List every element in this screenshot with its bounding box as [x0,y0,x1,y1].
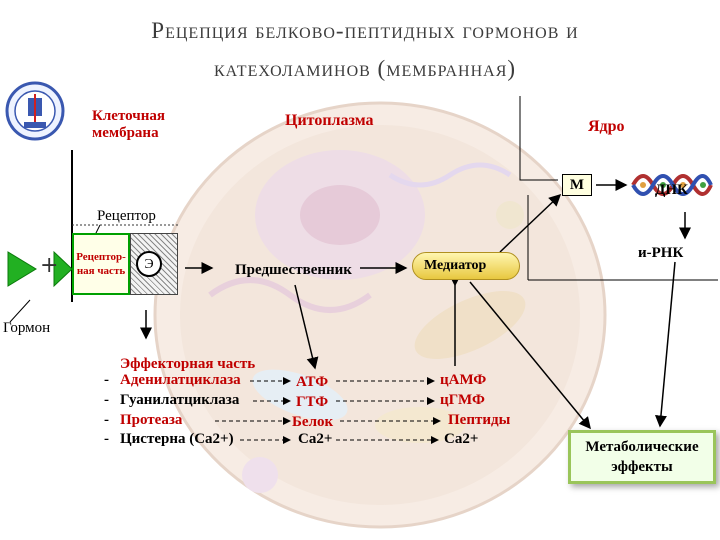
effector-item-guanylate-cyclase: Гуанилатциклаза [120,392,240,408]
page-title: Рецепция белково-пептидных гормонов и ка… [20,12,710,88]
plus-sign: + [40,253,59,278]
receptor-label: Рецептор [97,208,156,224]
substrate-protein: Белок [292,414,334,430]
effector-item-cistern: Цистерна (Са2+) [120,431,234,447]
title-line-1: Рецепция белково-пептидных гормонов и [151,18,579,43]
list-dash: - [104,412,109,428]
mediator-label: Медиатор [424,258,487,273]
mediator-box [412,252,520,280]
dna-label: ДНК [655,182,688,198]
hormone-label: Гормон [3,320,51,336]
mrna-label: и-РНК [638,245,684,261]
list-dash: - [104,431,109,447]
effector-item-protease: Протеаза [120,412,183,428]
metabolic-effects-label: Метаболические эффекты [585,439,699,475]
title-line-2: катехоламинов (мембранная) [213,56,517,81]
receptor-part-box: Рецептор-ная часть [72,233,130,295]
metabolic-effects-box: Метаболические эффекты [568,430,716,484]
product-camp: цАМФ [440,372,487,388]
hormone-triangle-right [53,250,73,288]
cytoplasm-label: Цитоплазма [285,112,374,129]
receptor-part-label: Рецептор-ная часть [76,251,126,277]
effector-heading: Эффекторная часть [120,356,256,372]
list-dash: - [104,372,109,388]
nucleus-label: Ядро [588,118,625,135]
effector-circle: Э [136,251,162,277]
m-box: М [562,174,592,196]
substrate-atp: АТФ [296,374,329,390]
cell-illustration [153,101,607,529]
list-dash: - [104,392,109,408]
hormone-triangle-left [7,251,37,287]
cell-membrane-label: Клеточная мембрана [92,108,165,141]
product-ca: Са2+ [444,431,479,447]
substrate-ca: Са2+ [298,431,333,447]
substrate-gtp: ГТФ [296,394,329,410]
product-peptides: Пептиды [448,412,511,428]
dna-molecule-icon [631,174,713,196]
university-logo-icon [5,81,65,141]
effector-item-adenylate-cyclase: Аденилатциклаза [120,372,241,388]
precursor-label: Предшественник [235,262,352,278]
product-cgmp: цГМФ [440,392,485,408]
